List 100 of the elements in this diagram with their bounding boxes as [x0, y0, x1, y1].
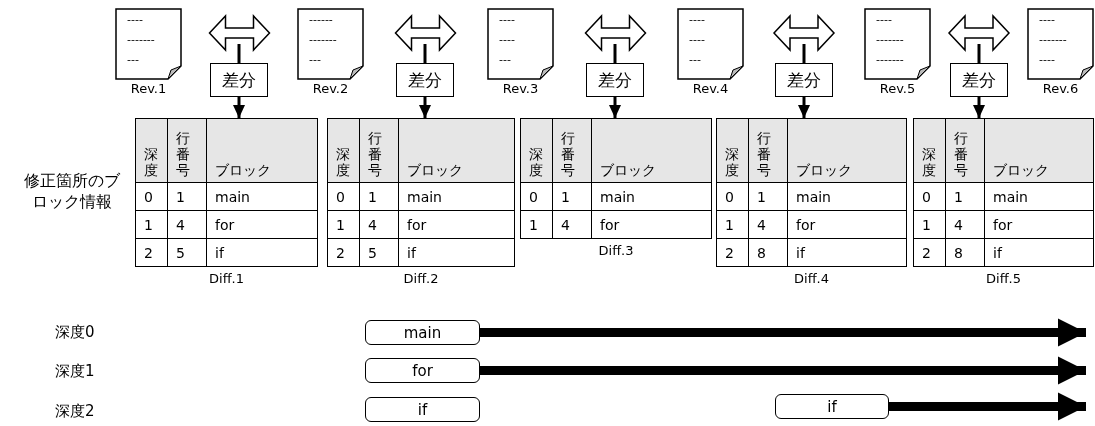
table-cell: 2 — [327, 238, 360, 267]
table-cell: 0 — [716, 182, 749, 211]
header-cell: ブロック — [787, 118, 907, 183]
table-cell: if — [787, 238, 907, 267]
table-cell: for — [206, 210, 318, 239]
header-cell: ブロック — [984, 118, 1094, 183]
arrow — [480, 318, 1086, 347]
placeholder-text: ---- — [689, 34, 705, 46]
document — [1027, 8, 1094, 80]
placeholder-text: ------- — [876, 34, 904, 46]
header-cell: 行番号 — [552, 118, 592, 183]
table-cell: 1 — [327, 210, 360, 239]
process-box: 差分 — [586, 63, 644, 97]
table-cell: for — [591, 210, 712, 239]
header-cell: ブロック — [206, 118, 318, 183]
document — [677, 8, 744, 80]
annotation-text: 修正箇所のブロック情報 — [23, 170, 121, 212]
table-cell: 4 — [167, 210, 207, 239]
table-cell: 4 — [552, 210, 592, 239]
header-cell: 深度 — [716, 118, 749, 183]
placeholder-text: ---- — [499, 14, 515, 26]
table-cell: main — [787, 182, 907, 211]
placeholder-text: --- — [127, 54, 139, 66]
placeholder-text: ------ — [309, 14, 333, 26]
process-box: 差分 — [396, 63, 454, 97]
header-cell: ブロック — [591, 118, 712, 183]
block-table — [327, 118, 515, 266]
placeholder-text: ---- — [1039, 54, 1055, 66]
document — [297, 8, 364, 80]
table-cell: 1 — [748, 182, 788, 211]
table-cell: 2 — [135, 238, 168, 267]
arrow — [419, 97, 431, 118]
placeholder-text: --- — [689, 54, 701, 66]
revision-label: Rev.1 — [130, 81, 167, 96]
table-cell: 0 — [135, 182, 168, 211]
table-cell: 2 — [716, 238, 749, 267]
annotation-text: 深度0 — [55, 323, 95, 342]
table-caption: Diff.2 — [403, 271, 439, 286]
header-cell: 深度 — [520, 118, 553, 183]
block-box: if — [365, 397, 480, 422]
table-caption: Diff.3 — [598, 243, 634, 258]
table-caption: Diff.4 — [794, 271, 829, 286]
header-cell: 深度 — [913, 118, 946, 183]
placeholder-text: ------- — [127, 34, 155, 46]
table-cell: 8 — [748, 238, 788, 267]
table-cell: if — [398, 238, 515, 267]
placeholder-text: --- — [499, 54, 511, 66]
document — [487, 8, 554, 80]
table-cell: 4 — [359, 210, 399, 239]
revision-label: Rev.3 — [502, 81, 539, 96]
revision-label: Rev.6 — [1042, 81, 1079, 96]
block-box: main — [365, 320, 480, 345]
placeholder-text: ---- — [1039, 14, 1055, 26]
revision-label: Rev.2 — [312, 81, 349, 96]
table-cell: for — [398, 210, 515, 239]
arrow — [889, 392, 1086, 421]
placeholder-text: ------- — [1039, 34, 1067, 46]
process-box: 差分 — [950, 63, 1008, 97]
block-table — [716, 118, 907, 266]
header-cell: 行番号 — [945, 118, 985, 183]
arrow — [609, 97, 621, 118]
table-cell: 1 — [135, 210, 168, 239]
table-cell: main — [984, 182, 1094, 211]
table-cell: 0 — [327, 182, 360, 211]
block-table — [135, 118, 318, 266]
header-cell: 深度 — [327, 118, 360, 183]
document — [115, 8, 182, 80]
table-cell: 8 — [945, 238, 985, 267]
table-cell: 5 — [359, 238, 399, 267]
arrow — [480, 356, 1086, 385]
placeholder-text: ---- — [689, 14, 705, 26]
table-cell: 5 — [167, 238, 207, 267]
table-cell: 1 — [359, 182, 399, 211]
table-cell: if — [984, 238, 1094, 267]
placeholder-text: ---- — [127, 14, 143, 26]
header-cell: 行番号 — [748, 118, 788, 183]
placeholder-text: ---- — [876, 14, 892, 26]
table-cell: main — [206, 182, 318, 211]
table-cell: 0 — [913, 182, 946, 211]
document — [864, 8, 931, 80]
table-cell: 0 — [520, 182, 553, 211]
arrow — [947, 14, 1011, 52]
table-cell: 4 — [748, 210, 788, 239]
process-box: 差分 — [210, 63, 268, 97]
arrow — [973, 97, 985, 118]
placeholder-text: ------- — [876, 54, 904, 66]
table-cell: if — [206, 238, 318, 267]
process-box: 差分 — [775, 63, 833, 97]
arrow — [394, 14, 457, 52]
block-table — [913, 118, 1094, 266]
table-cell: 4 — [945, 210, 985, 239]
arrow — [772, 14, 836, 52]
table-cell: 1 — [167, 182, 207, 211]
header-cell: 深度 — [135, 118, 168, 183]
annotation-text: 深度2 — [55, 402, 95, 421]
header-cell: ブロック — [398, 118, 515, 183]
table-cell: for — [787, 210, 907, 239]
table-cell: 2 — [913, 238, 946, 267]
table-cell: 1 — [520, 210, 553, 239]
arrow — [584, 14, 647, 52]
